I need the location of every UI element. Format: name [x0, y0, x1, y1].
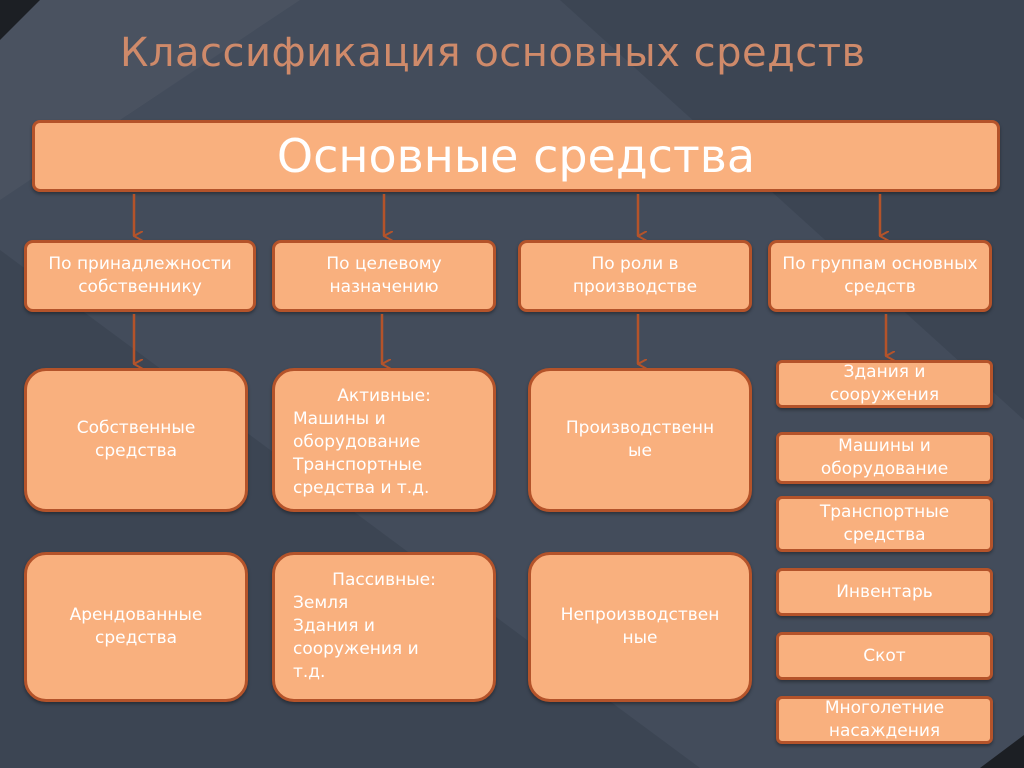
group-buildings: Здания и сооружения	[776, 360, 993, 408]
group-livestock: Скот	[776, 632, 993, 680]
passive-assets-box: Пассивные: Земля Здания и сооружения и т…	[272, 552, 496, 702]
group-inventory: Инвентарь	[776, 568, 993, 616]
page-title: Классификация основных средств	[120, 30, 866, 76]
category-groups: По группам основных средств	[768, 240, 992, 312]
root-box: Основные средства	[32, 120, 1000, 192]
non-productive-box: Непроизводствен ные	[528, 552, 752, 702]
group-transport: Транспортные средства	[776, 496, 993, 552]
own-funds-box: Собственные средства	[24, 368, 248, 512]
active-assets-heading: Активные:	[337, 386, 431, 406]
productive-box: Производственн ые	[528, 368, 752, 512]
category-production-role: По роли в производстве	[518, 240, 752, 312]
category-ownership: По принадлежности собственнику	[24, 240, 256, 312]
passive-assets-list: Земля Здания и сооружения и т.д.	[293, 593, 419, 682]
leased-funds-box: Арендованные средства	[24, 552, 248, 702]
passive-assets-heading: Пассивные:	[332, 570, 436, 590]
active-assets-list: Машины и оборудование Транспортные средс…	[293, 409, 430, 498]
group-perennials: Многолетние насаждения	[776, 696, 993, 744]
group-machines: Машины и оборудование	[776, 432, 993, 484]
active-assets-box: Активные: Машины и оборудование Транспор…	[272, 368, 496, 512]
category-purpose: По целевому назначению	[272, 240, 496, 312]
